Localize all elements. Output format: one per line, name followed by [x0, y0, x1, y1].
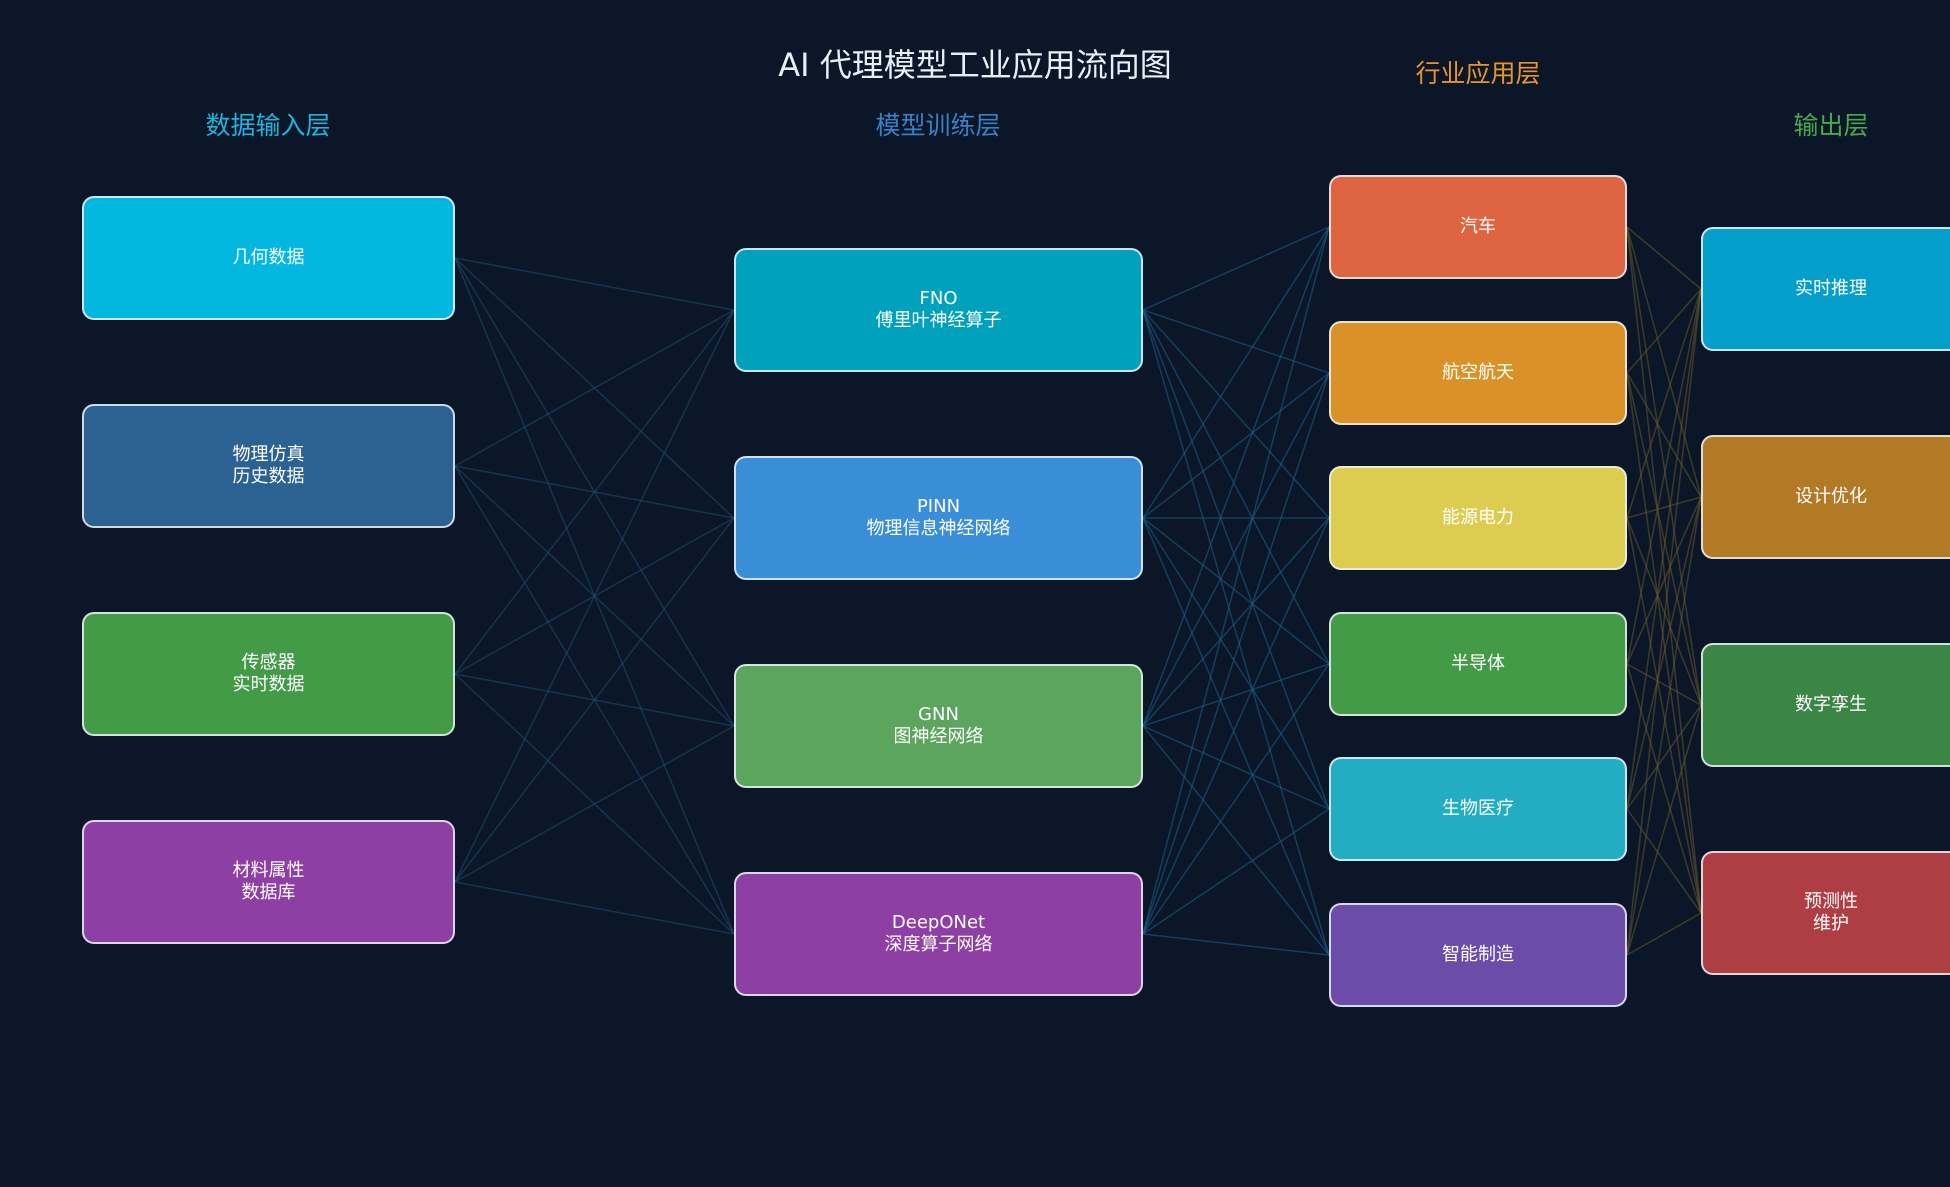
link-model-industry-2-0: [1142, 226, 1330, 727]
link-industry-output-1-3: [1626, 372, 1702, 914]
node-industry-aerospace: 航空航天: [1329, 321, 1627, 425]
link-industry-output-0-1: [1626, 226, 1702, 498]
link-industry-output-2-0: [1626, 288, 1702, 519]
link-industry-output-0-2: [1626, 226, 1702, 706]
link-industry-output-2-3: [1626, 517, 1702, 914]
link-industry-output-5-0: [1626, 288, 1702, 956]
node-output-predictive-maintenance: 预测性 维护: [1701, 851, 1950, 975]
node-model-fno: FNO 傅里叶神经算子: [734, 248, 1143, 372]
link-industry-output-4-1: [1626, 496, 1702, 810]
node-output-realtime-inference: 实时推理: [1701, 227, 1950, 351]
node-input-geometry: 几何数据: [82, 196, 455, 320]
link-industry-output-4-3: [1626, 808, 1702, 914]
link-industry-output-5-1: [1626, 496, 1702, 956]
link-model-industry-2-1: [1142, 372, 1330, 727]
link-industry-output-4-0: [1626, 288, 1702, 810]
link-model-industry-1-3: [1142, 517, 1330, 665]
link-model-industry-1-0: [1142, 226, 1330, 519]
link-industry-output-4-2: [1626, 704, 1702, 810]
link-industry-output-3-0: [1626, 288, 1702, 665]
link-model-industry-2-3: [1142, 663, 1330, 727]
node-model-pinn: PINN 物理信息神经网络: [734, 456, 1143, 580]
link-model-industry-2-2: [1142, 517, 1330, 727]
link-industry-output-1-2: [1626, 372, 1702, 706]
link-input-model-0-0: [454, 257, 735, 311]
link-input-model-1-0: [454, 309, 735, 467]
node-input-material-db: 材料属性 数据库: [82, 820, 455, 944]
link-input-model-3-0: [454, 309, 735, 883]
layer-title-industry: 行业应用层: [1415, 59, 1541, 88]
node-industry-semiconductor: 半导体: [1329, 612, 1627, 716]
link-input-model-3-2: [454, 725, 735, 883]
link-industry-output-3-1: [1626, 496, 1702, 665]
link-model-industry-3-4: [1142, 808, 1330, 935]
link-industry-output-5-3: [1626, 912, 1702, 956]
link-model-industry-1-5: [1142, 517, 1330, 956]
link-model-industry-3-5: [1142, 933, 1330, 956]
link-industry-output-5-2: [1626, 704, 1702, 956]
node-input-simulation-history: 物理仿真 历史数据: [82, 404, 455, 528]
link-model-industry-0-3: [1142, 309, 1330, 665]
link-model-industry-0-1: [1142, 309, 1330, 374]
link-model-industry-3-1: [1142, 372, 1330, 935]
node-industry-biomedical: 生物医疗: [1329, 757, 1627, 861]
link-model-industry-3-3: [1142, 663, 1330, 935]
node-input-sensor-realtime: 传感器 实时数据: [82, 612, 455, 736]
link-model-industry-3-0: [1142, 226, 1330, 935]
link-industry-output-2-1: [1626, 496, 1702, 519]
link-industry-output-3-2: [1626, 663, 1702, 706]
link-industry-output-3-3: [1626, 663, 1702, 914]
link-industry-output-1-0: [1626, 288, 1702, 374]
node-industry-automotive: 汽车: [1329, 175, 1627, 279]
link-model-industry-0-2: [1142, 309, 1330, 519]
layer-title-output: 输出层: [1793, 111, 1869, 140]
link-model-industry-2-4: [1142, 725, 1330, 810]
link-input-model-2-0: [454, 309, 735, 675]
link-industry-output-2-2: [1626, 517, 1702, 706]
node-output-design-optimization: 设计优化: [1701, 435, 1950, 559]
link-model-industry-0-0: [1142, 226, 1330, 311]
node-model-deeponet: DeepONet 深度算子网络: [734, 872, 1143, 996]
link-model-industry-0-4: [1142, 309, 1330, 810]
link-input-model-3-1: [454, 517, 735, 883]
node-output-digital-twin: 数字孪生: [1701, 643, 1950, 767]
link-model-industry-1-1: [1142, 372, 1330, 519]
layer-title-model: 模型训练层: [875, 111, 1001, 140]
link-industry-output-1-1: [1626, 372, 1702, 498]
node-model-gnn: GNN 图神经网络: [734, 664, 1143, 788]
link-model-industry-1-4: [1142, 517, 1330, 810]
link-input-model-3-3: [454, 881, 735, 935]
layer-title-input: 数据输入层: [205, 111, 331, 140]
link-industry-output-0-0: [1626, 226, 1702, 290]
link-model-industry-3-2: [1142, 517, 1330, 935]
link-industry-output-0-3: [1626, 226, 1702, 914]
link-model-industry-2-5: [1142, 725, 1330, 956]
node-industry-smart-manufacturing: 智能制造: [1329, 903, 1627, 1007]
diagram-title: AI 代理模型工业应用流向图: [778, 46, 1172, 84]
node-industry-energy: 能源电力: [1329, 466, 1627, 570]
link-model-industry-0-5: [1142, 309, 1330, 956]
